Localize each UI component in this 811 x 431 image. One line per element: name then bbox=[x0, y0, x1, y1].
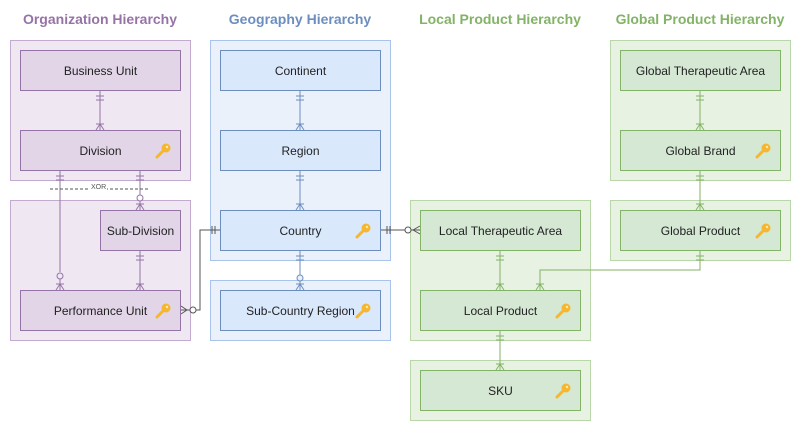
entity-label: Continent bbox=[274, 63, 327, 78]
rel-country-sub-country-region bbox=[295, 251, 305, 291]
entity-local-product[interactable]: Local Product bbox=[420, 290, 581, 331]
rel-global-therapeutic-area-global-brand bbox=[695, 91, 705, 131]
rel-local-product-sku bbox=[495, 331, 505, 371]
global-product-hierarchy-title: Global Product Hierarchy bbox=[615, 11, 785, 27]
key-icon bbox=[355, 223, 371, 238]
entity-business-unit[interactable]: Business Unit bbox=[20, 50, 181, 91]
key-icon bbox=[555, 383, 571, 398]
entity-label: Sub-Country Region bbox=[246, 303, 355, 318]
entity-label: Division bbox=[79, 143, 122, 158]
key-icon bbox=[755, 143, 771, 158]
rel-global-brand-global-product bbox=[695, 171, 705, 211]
entity-sub-country-region[interactable]: Sub-Country Region bbox=[220, 290, 381, 331]
entity-country[interactable]: Country bbox=[220, 210, 381, 251]
entity-sub-division[interactable]: Sub-Division bbox=[100, 210, 181, 251]
rel-performance-unit-country bbox=[180, 226, 220, 315]
entity-label: Performance Unit bbox=[53, 303, 148, 318]
entity-division[interactable]: Division bbox=[20, 130, 181, 171]
entity-label: Local Product bbox=[463, 303, 538, 318]
entity-global-therapeutic-area[interactable]: Global Therapeutic Area bbox=[620, 50, 781, 91]
rel-local-therapeutic-area-local-product bbox=[495, 251, 505, 291]
entity-label: Global Therapeutic Area bbox=[635, 63, 766, 78]
xor-label: XOR bbox=[90, 184, 108, 191]
entity-local-therapeutic-area[interactable]: Local Therapeutic Area bbox=[420, 210, 581, 251]
entity-label: Region bbox=[281, 143, 320, 158]
entity-sku[interactable]: SKU bbox=[420, 370, 581, 411]
entity-label: SKU bbox=[488, 383, 513, 398]
geography-hierarchy-title: Geography Hierarchy bbox=[228, 11, 372, 27]
entity-label: Business Unit bbox=[63, 63, 138, 78]
entity-region[interactable]: Region bbox=[220, 130, 381, 171]
rel-country-local-therapeutic-area bbox=[381, 225, 421, 235]
entity-label: Local Therapeutic Area bbox=[438, 223, 563, 238]
entity-global-brand[interactable]: Global Brand bbox=[620, 130, 781, 171]
entity-label: Country bbox=[279, 223, 322, 238]
organization-hierarchy-title: Organization Hierarchy bbox=[22, 11, 178, 27]
key-icon bbox=[755, 223, 771, 238]
rel-global-product-local-product bbox=[535, 251, 704, 291]
rel-business-unit-division bbox=[95, 91, 105, 131]
key-icon bbox=[155, 143, 171, 158]
rel-sub-division-performance-unit bbox=[135, 251, 145, 291]
rel-division-sub-division bbox=[135, 171, 145, 211]
rel-region-country bbox=[295, 171, 305, 211]
key-icon bbox=[155, 303, 171, 318]
entity-label: Global Brand bbox=[665, 143, 736, 158]
key-icon bbox=[555, 303, 571, 318]
key-icon bbox=[355, 303, 371, 318]
rel-division-performance-unit bbox=[55, 171, 65, 291]
local-product-hierarchy-title: Local Product Hierarchy bbox=[419, 11, 581, 27]
entity-performance-unit[interactable]: Performance Unit bbox=[20, 290, 181, 331]
entity-global-product[interactable]: Global Product bbox=[620, 210, 781, 251]
entity-continent[interactable]: Continent bbox=[220, 50, 381, 91]
entity-label: Sub-Division bbox=[106, 223, 175, 238]
entity-label: Global Product bbox=[660, 223, 741, 238]
rel-continent-region bbox=[295, 91, 305, 131]
